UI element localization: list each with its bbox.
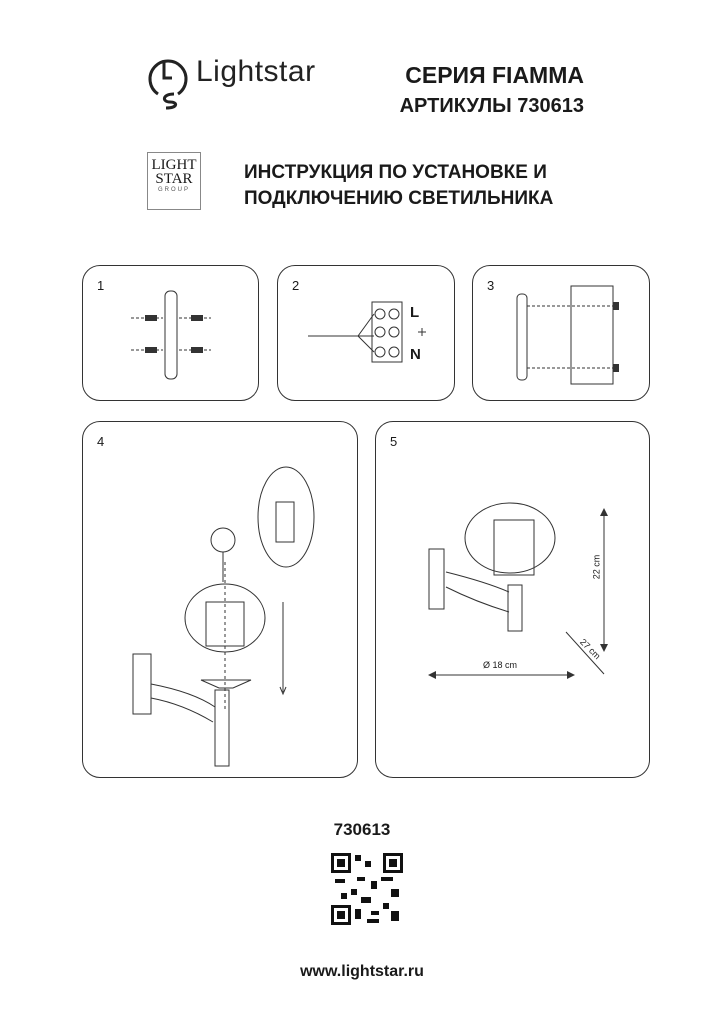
step-1-panel: 1 xyxy=(82,265,259,401)
step-4-panel: 4 xyxy=(82,421,358,778)
height-dimension: 22 cm xyxy=(591,554,602,580)
mounting-plate-diagram xyxy=(131,290,211,380)
lightstar-bulb-logo-icon xyxy=(148,59,188,110)
step-3-panel: 3 xyxy=(472,265,650,401)
canopy-mount-diagram xyxy=(516,285,619,385)
neutral-wire-label: N xyxy=(410,346,421,363)
series-title: СЕРИЯ FIAMMA xyxy=(405,62,584,88)
dimensions-diagram xyxy=(428,502,608,679)
assembly-diagram xyxy=(132,466,315,767)
step-5-panel: 5 22 cm 27 cm Ø 18 cm xyxy=(375,421,650,778)
title-line-1: ИНСТРУКЦИЯ ПО УСТАНОВКЕ И xyxy=(244,162,547,183)
diameter-dimension: Ø 18 cm xyxy=(483,660,518,670)
brand-name: Lightstar xyxy=(196,55,316,88)
instruction-title: ИНСТРУКЦИЯ ПО УСТАНОВКЕ И ПОДКЛЮЧЕНИЮ СВЕ… xyxy=(244,160,553,212)
article-number: 730613 xyxy=(333,820,391,839)
step-number: 1 xyxy=(97,278,105,293)
step-number: 5 xyxy=(390,434,398,449)
live-wire-label: L xyxy=(410,304,420,321)
website-link[interactable]: www.lightstar.ru xyxy=(300,963,424,980)
step-number: 2 xyxy=(292,278,300,293)
article-numbers: АРТИКУЛЫ 730613 xyxy=(399,95,584,117)
wiring-terminal-diagram xyxy=(308,301,426,363)
qr-code-icon xyxy=(331,853,403,925)
title-line-2: ПОДКЛЮЧЕНИЮ СВЕТИЛЬНИКА xyxy=(244,188,554,209)
step-2-panel: 2 L N xyxy=(277,265,455,401)
step-number: 3 xyxy=(487,278,495,293)
step-number: 4 xyxy=(97,434,105,449)
